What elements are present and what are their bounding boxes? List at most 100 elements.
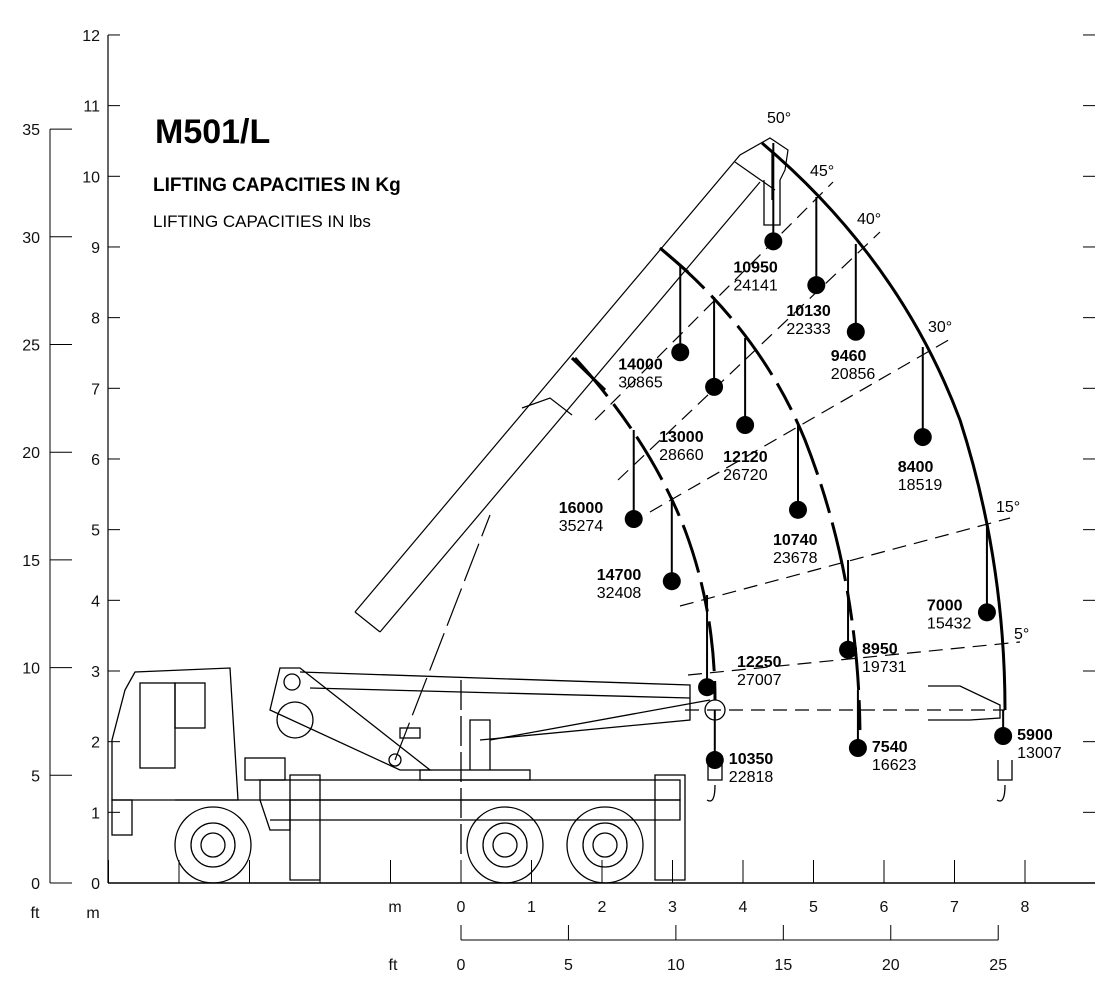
load-lbs: 27007: [737, 672, 782, 689]
load-lbs: 30865: [618, 374, 663, 391]
load-kg: 16000: [559, 500, 604, 517]
rear-wheel-1: [466, 806, 544, 884]
load-dot: [736, 416, 755, 435]
x-tick-label-m: 7: [950, 899, 959, 916]
x-tick-label-ft: 5: [564, 957, 573, 974]
load-lbs: 28660: [659, 447, 704, 464]
y-tick-label-m: 9: [91, 240, 100, 257]
angle-label: 15°: [996, 499, 1020, 516]
load-lbs: 22333: [786, 321, 831, 338]
y-tick-label-ft: 5: [31, 768, 40, 785]
load-lbs: 32408: [597, 585, 642, 602]
angle-label: 5°: [1014, 626, 1029, 643]
load-dot: [764, 232, 783, 251]
load-lbs: 24141: [733, 277, 778, 294]
load-kg: 14000: [618, 356, 663, 373]
outrigger-rear: [654, 774, 686, 881]
rear-wheel-2: [566, 806, 644, 884]
x-tick-label-m: 8: [1021, 899, 1030, 916]
y-tick-label-m: 8: [91, 311, 100, 328]
load-dot: [913, 428, 932, 447]
load-dot: [662, 572, 681, 591]
bottom-ft-unit: ft: [389, 957, 398, 974]
outrigger-front: [289, 774, 321, 881]
load-kg: 5900: [1017, 727, 1053, 744]
load-kg: 12250: [737, 654, 782, 671]
load-dot: [848, 739, 867, 758]
load-dot: [698, 678, 717, 697]
x-tick-label-ft: 10: [667, 957, 685, 974]
y-tick-label-ft: 15: [22, 553, 40, 570]
y-tick-label-m: 1: [91, 805, 100, 822]
left-ft-unit: ft: [31, 905, 40, 922]
load-lbs: 20856: [831, 366, 876, 383]
load-lbs: 22818: [729, 769, 774, 786]
y-tick-label-m: 4: [91, 593, 100, 610]
y-tick-label-ft: 0: [31, 876, 40, 893]
load-dot: [624, 510, 643, 529]
load-dot: [807, 276, 826, 295]
load-dot: [671, 343, 690, 362]
load-kg: 9460: [831, 348, 867, 365]
x-tick-label-m: 6: [880, 899, 889, 916]
hook-blocks: [704, 150, 1013, 802]
x-tick-label-m: 4: [739, 899, 748, 916]
x-tick-label-ft: 20: [882, 957, 900, 974]
front-wheel: [174, 806, 252, 884]
load-dot: [705, 751, 724, 770]
x-tick-label-ft: 0: [457, 957, 466, 974]
y-tick-label-m: 7: [91, 381, 100, 398]
y-tick-label-m: 5: [91, 523, 100, 540]
truck: [111, 667, 1001, 884]
y-tick-label-m: 6: [91, 452, 100, 469]
crane-arm-lower: [269, 667, 432, 771]
load-lbs: 18519: [898, 477, 943, 494]
y-tick-label-m: 0: [91, 876, 100, 893]
x-tick-label-m: 1: [527, 899, 536, 916]
left-m-unit: m: [86, 905, 99, 922]
y-tick-label-ft: 10: [22, 661, 40, 678]
y-tick-label-ft: 35: [22, 122, 40, 139]
angle-label: 50°: [767, 110, 791, 127]
subtitle-kg: LIFTING CAPACITIES IN Kg: [153, 175, 401, 196]
outer-reach-arc: [761, 141, 1007, 711]
y-tick-label-ft: 30: [22, 230, 40, 247]
model-title: M501/L: [155, 113, 270, 151]
y-tick-label-m: 3: [91, 664, 100, 681]
load-lbs: 26720: [723, 467, 768, 484]
load-lbs: 13007: [1017, 745, 1062, 762]
load-dot: [977, 603, 996, 622]
y-tick-label-m: 11: [83, 99, 100, 116]
load-lbs: 35274: [559, 518, 604, 535]
load-kg: 10740: [773, 532, 818, 549]
y-tick-label-m: 2: [91, 735, 100, 752]
load-kg: 13000: [659, 429, 704, 446]
y-tick-label-ft: 25: [22, 337, 40, 354]
x-tick-label-m: 3: [668, 899, 677, 916]
load-dot: [705, 377, 724, 396]
load-kg: 10130: [786, 303, 831, 320]
x-tick-label-m: 0: [457, 899, 466, 916]
y-tick-label-ft: 20: [22, 445, 40, 462]
load-kg: 12120: [723, 449, 768, 466]
load-kg: 7000: [927, 597, 963, 614]
load-dot: [994, 727, 1013, 746]
y-tick-label-m: 12: [82, 28, 100, 45]
load-kg: 10950: [733, 259, 778, 276]
angle-lines: [594, 181, 1021, 711]
load-dot: [846, 322, 865, 341]
angle-label: 45°: [810, 163, 834, 180]
